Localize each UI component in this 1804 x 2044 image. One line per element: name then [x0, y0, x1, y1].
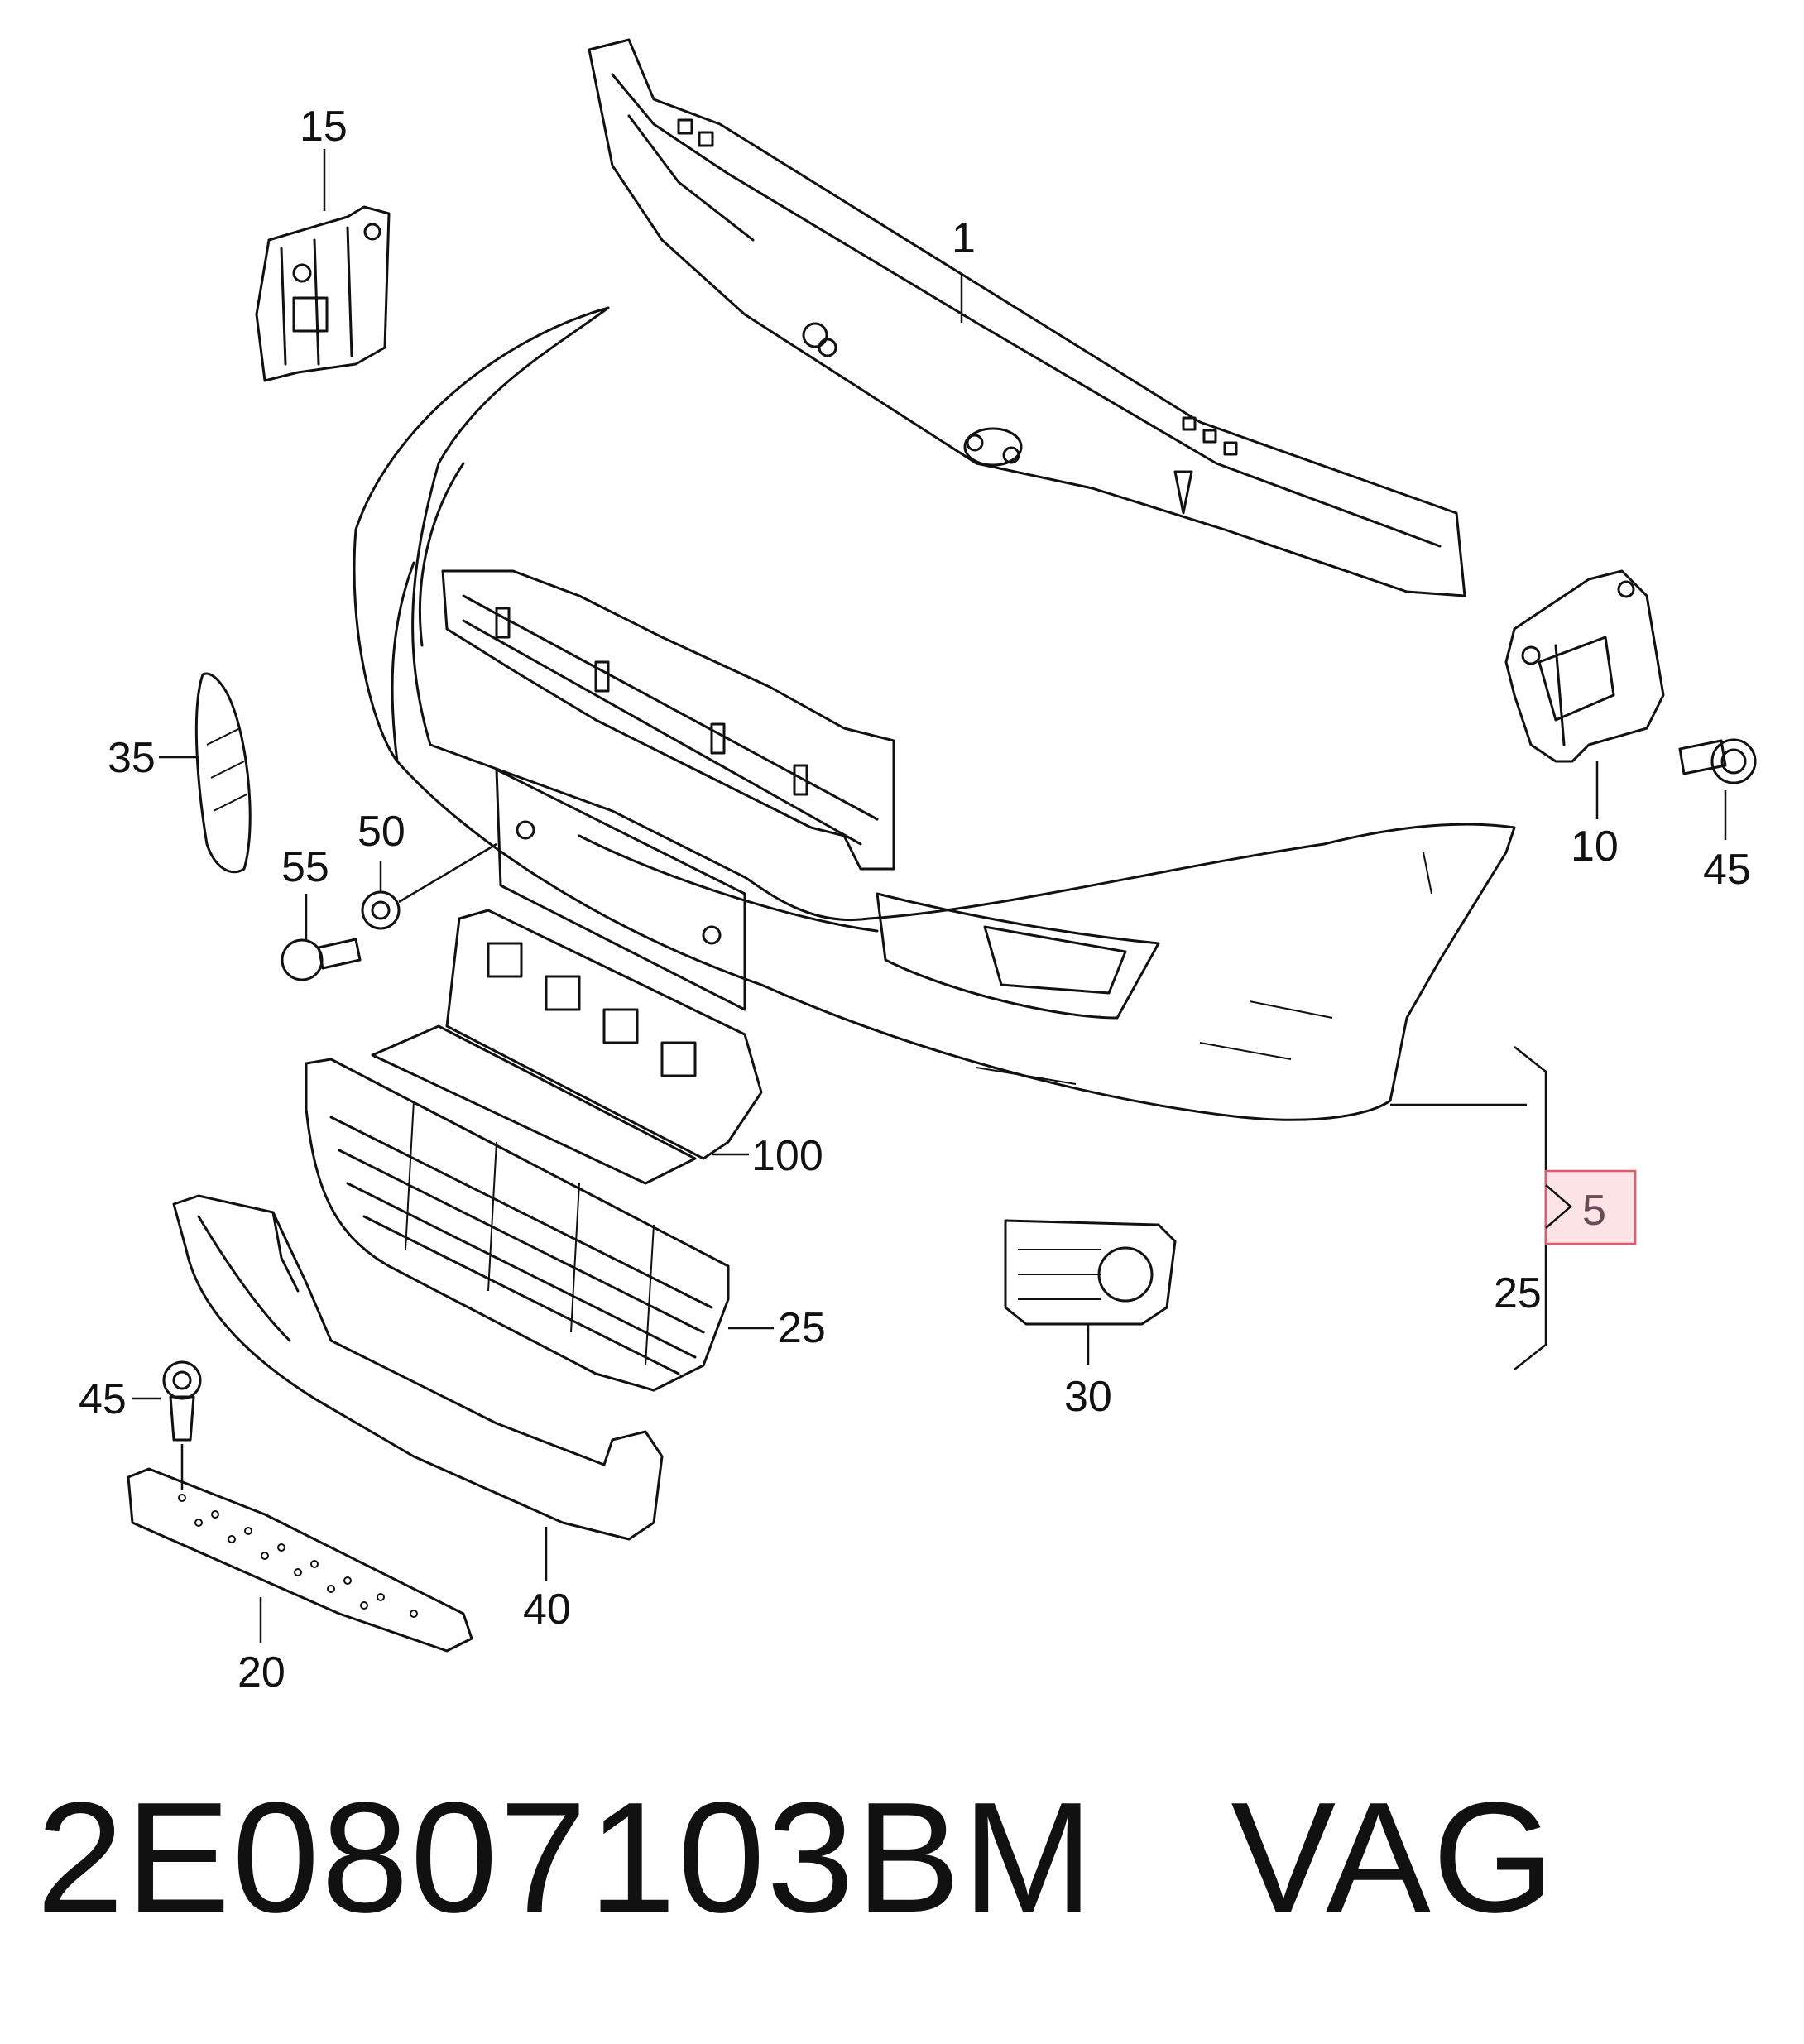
callout-25-grille: 25	[778, 1304, 826, 1352]
washer-part-50	[361, 842, 497, 930]
callout-40: 40	[523, 1586, 571, 1634]
part-number-caption: 2E0807103BM VAG	[36, 1779, 1557, 1936]
callout-10: 10	[1571, 823, 1619, 871]
bumper-cover-part-5	[353, 306, 1516, 1121]
callout-35: 35	[108, 734, 156, 782]
lower-spoiler-part-40	[172, 1194, 664, 1581]
callout-45-left: 45	[79, 1375, 127, 1423]
callout-20: 20	[237, 1648, 285, 1696]
fog-lamp-cover-part-30	[1004, 1219, 1177, 1365]
callout-30: 30	[1064, 1373, 1112, 1421]
left-vent-trim-part-35	[159, 672, 252, 874]
lower-grille-part-25	[305, 1058, 774, 1392]
skid-plate-part-20	[127, 1467, 473, 1653]
bolt-part-55	[281, 894, 362, 981]
callout-1: 1	[952, 214, 976, 262]
callout-55: 55	[281, 843, 329, 891]
license-plate-holder-part-100	[371, 909, 763, 1185]
callout-50: 50	[357, 808, 405, 856]
assembly-bracket-5-25	[1390, 1046, 1637, 1370]
right-bracket-part-10	[1504, 569, 1665, 819]
callout-25-bracket: 25	[1494, 1269, 1542, 1317]
left-bracket-part-15	[255, 149, 391, 382]
callout-45-right: 45	[1703, 846, 1751, 894]
callout-100: 100	[751, 1132, 823, 1180]
part-number: 2E0807103BM	[36, 1770, 1096, 1946]
callout-15: 15	[300, 103, 348, 151]
callout-5: 5	[1582, 1187, 1606, 1235]
clip-part-45-right	[1678, 738, 1757, 840]
highlight-box-5	[1544, 1169, 1637, 1245]
upper-grille-insert	[441, 569, 895, 871]
reinforcement-beam-part-1	[588, 38, 1466, 597]
brand-name: VAG	[1231, 1770, 1557, 1946]
